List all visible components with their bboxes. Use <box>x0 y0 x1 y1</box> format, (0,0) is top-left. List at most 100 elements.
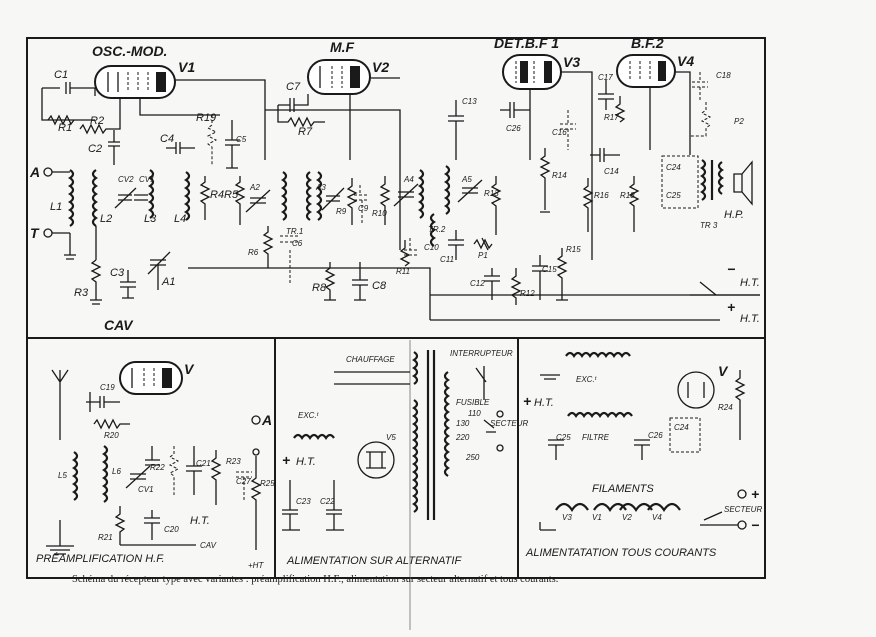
r5-label: R5 <box>224 189 239 201</box>
potentiometer-p1 <box>473 237 493 251</box>
ht-plus-alt-sign: + <box>282 452 290 468</box>
r13-label: R13 <box>484 189 499 198</box>
earth-symbol <box>46 520 74 555</box>
r24-label: R24 <box>718 403 733 412</box>
coil-tr2-secondary <box>429 213 436 247</box>
r6-label: R6 <box>248 248 259 257</box>
ht-plus-tc-sign: + <box>523 393 531 409</box>
capacitor-c17 <box>598 80 614 110</box>
c6-label: C6 <box>292 239 303 248</box>
l4-label: L4 <box>174 213 186 225</box>
a1-label: A1 <box>161 276 175 288</box>
capacitor-c4 <box>166 142 195 154</box>
excit-label-tc: EXC.ᵗ <box>576 375 597 384</box>
p2-label: P2 <box>734 117 744 126</box>
resistor-r20 <box>93 418 130 430</box>
coil-l2 <box>91 169 98 227</box>
rectifier-tube-v5 <box>357 441 395 479</box>
c23-label: C23 <box>296 497 311 506</box>
resistor-r6 <box>262 226 274 268</box>
capacitor-c9 <box>354 185 368 225</box>
filament-v2-label: V2 <box>622 513 632 522</box>
mains-terminal-2[interactable] <box>496 444 504 452</box>
tube-v3 <box>502 54 562 90</box>
c24-label: C24 <box>666 163 681 172</box>
tube-v1-label: V1 <box>178 59 195 75</box>
r9-label: R9 <box>336 207 347 216</box>
coil-tr1-primary <box>281 171 288 221</box>
c1-r1-network <box>41 82 96 121</box>
cav-preamp-label: CAV <box>200 541 217 550</box>
trimmer-a5 <box>457 179 483 203</box>
tc-mains-minus-terminal[interactable] <box>737 520 747 530</box>
filament-v4-label: V4 <box>652 513 662 522</box>
mains-terminal-1[interactable] <box>496 410 504 418</box>
resistor-r7 <box>277 105 325 128</box>
trimmer-a4 <box>393 183 419 207</box>
capacitor-preamp-1 <box>145 446 160 466</box>
earth-terminal <box>43 228 53 238</box>
a4-label: A4 <box>403 175 414 184</box>
resistor-r14 <box>539 148 551 213</box>
filament-v1-label: V1 <box>592 513 602 522</box>
c3-label: C3 <box>110 267 125 279</box>
capacitor-c19 <box>86 392 120 412</box>
c27-label: C27 <box>236 477 251 486</box>
resistor-r13 <box>490 176 502 235</box>
preamp-output-terminal <box>251 415 261 425</box>
c2-label: C2 <box>88 143 102 155</box>
plate-wiring <box>139 71 691 260</box>
filament-v3-label: V3 <box>562 513 572 522</box>
ht-label-1: H.T. <box>740 277 760 289</box>
voltage-selector <box>483 419 496 433</box>
capacitor-c8 <box>352 262 368 301</box>
a5-label: A5 <box>461 175 472 184</box>
r8-label: R8 <box>312 282 327 294</box>
c20-label: C20 <box>164 525 179 534</box>
c25-tc-label: C25 <box>556 433 571 442</box>
trimmer-a2 <box>245 189 271 213</box>
coil-a3-primary <box>316 171 323 221</box>
heater-wires <box>334 371 410 385</box>
c9-label: C9 <box>358 204 369 213</box>
resistor-r18 <box>628 176 640 232</box>
resistor-r22 <box>168 446 180 495</box>
capacitor-c23 <box>282 480 298 530</box>
tap-220-label: 220 <box>455 433 470 442</box>
transformer-secondary-ht <box>412 399 419 513</box>
trimmer-a3 <box>321 187 345 211</box>
capacitor-c12 <box>484 268 500 300</box>
v5-label: V5 <box>386 433 396 442</box>
tc-mains-plus-terminal[interactable] <box>737 489 747 499</box>
tube-v-preamp <box>119 361 183 395</box>
c15-label: C15 <box>542 265 557 274</box>
l3-label: L3 <box>144 213 157 225</box>
c4-label: C4 <box>160 133 174 145</box>
r3-label: R3 <box>74 287 89 299</box>
cav-label: CAV <box>104 317 134 333</box>
resistor-r23 <box>210 450 222 505</box>
capacitor-c5 <box>225 120 240 169</box>
c22-label: C22 <box>320 497 335 506</box>
capacitor-c11 <box>448 230 464 260</box>
a2-label: A2 <box>249 183 260 192</box>
c25-label: C25 <box>666 191 681 200</box>
r19-label: R19 <box>196 112 216 124</box>
r2-label: R2 <box>90 115 104 127</box>
field-coil-alt <box>293 433 335 440</box>
fusible-label: FUSIBLE <box>456 398 490 407</box>
coil-a5-primary <box>444 165 451 215</box>
figure-caption: Schéma du récepteur type avec variantes … <box>72 574 559 585</box>
c5-label: C5 <box>236 135 247 144</box>
tc-power-switch <box>700 511 738 526</box>
tc-ground-2 <box>539 522 556 531</box>
tube-v3-label: V3 <box>563 54 580 70</box>
cv2-label: CV2 <box>118 175 134 184</box>
antenna-label: A <box>29 164 40 180</box>
r25-label: R25 <box>260 479 275 488</box>
r20-label: R20 <box>104 431 119 440</box>
output-transformer-primary <box>700 159 707 201</box>
preamp-output-label: A <box>261 412 272 428</box>
field-coil-tc <box>565 351 631 358</box>
c13-label: C13 <box>462 97 477 106</box>
